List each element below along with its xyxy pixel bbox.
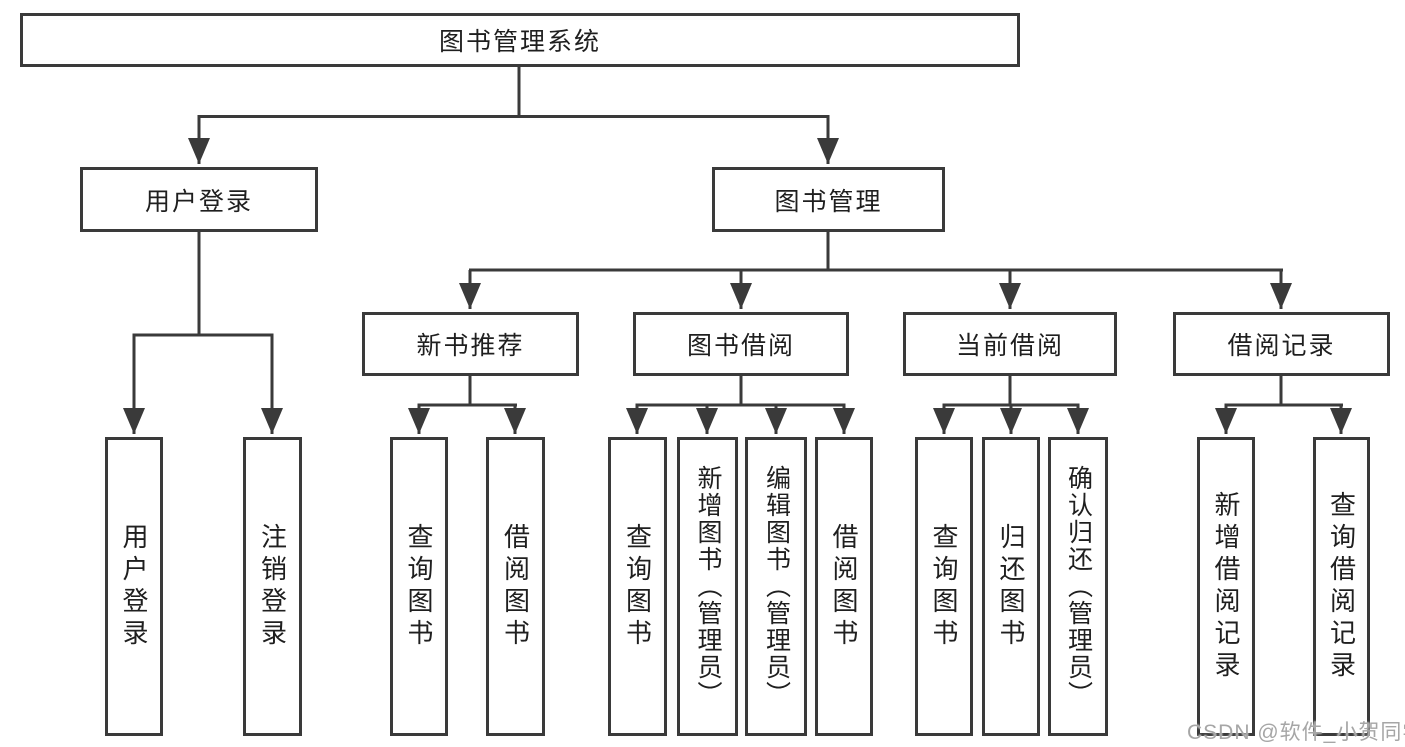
- node-leaf-bb-borrow-books: 借阅图书: [815, 437, 873, 736]
- node-leaf-cb-query-books: 查询图书: [915, 437, 973, 736]
- node-leaf-nb-query-books: 查询图书: [390, 437, 448, 736]
- node-new-book-recommend: 新书推荐: [362, 312, 579, 376]
- node-leaf-br-add-record: 新增借阅记录: [1197, 437, 1255, 736]
- node-leaf-nb-borrow-books: 借阅图书: [486, 437, 545, 736]
- node-leaf-cb-confirm-return-admin: 确认归还（管理员）: [1048, 437, 1108, 736]
- node-current-borrowing: 当前借阅: [903, 312, 1117, 376]
- node-leaf-bb-add-books-admin: 新增图书（管理员）: [677, 437, 738, 736]
- node-system-root: 图书管理系统: [20, 13, 1020, 67]
- csdn-watermark: CSDN @软件_小贺同学: [1187, 721, 1405, 744]
- node-book-management: 图书管理: [712, 167, 945, 232]
- node-leaf-br-query-record: 查询借阅记录: [1313, 437, 1370, 736]
- node-leaf-logout: 注销登录: [243, 437, 302, 736]
- node-book-borrowing: 图书借阅: [633, 312, 849, 376]
- node-borrowing-records: 借阅记录: [1173, 312, 1390, 376]
- node-leaf-bb-query-books: 查询图书: [608, 437, 667, 736]
- node-leaf-user-login: 用户登录: [105, 437, 163, 736]
- node-leaf-cb-return-books: 归还图书: [982, 437, 1040, 736]
- node-user-login: 用户登录: [80, 167, 318, 232]
- node-leaf-bb-edit-books-admin: 编辑图书（管理员）: [745, 437, 807, 736]
